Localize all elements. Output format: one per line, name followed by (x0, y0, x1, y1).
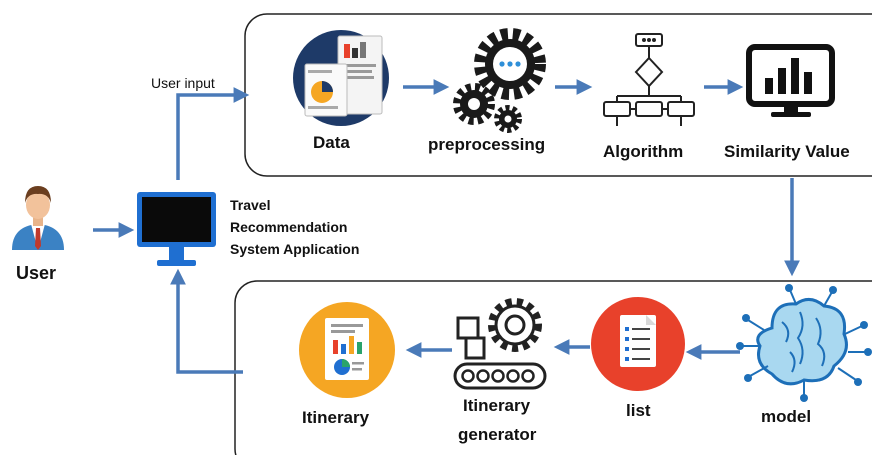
app-title-line1: Travel (230, 197, 271, 213)
gears-icon (453, 28, 546, 133)
arrow-panel-back-to-app (170, 268, 243, 374)
user-avatar-icon (12, 186, 64, 250)
brain-circuit-icon (736, 284, 872, 402)
app-title-line2: Recommendation (230, 219, 348, 235)
itinerary-generator-label-line2: generator (458, 425, 537, 444)
monitor-icon (137, 192, 216, 266)
flowchart-icon (603, 33, 695, 126)
report-icon (299, 302, 395, 398)
itinerary-generator-label-line1: Itinerary (463, 396, 531, 415)
list-label: list (626, 401, 651, 420)
user-input-label: User input (151, 75, 215, 91)
app-title-line3: System Application (230, 241, 360, 257)
algorithm-label: Algorithm (603, 142, 684, 161)
conveyor-gear-icon (453, 298, 547, 390)
itinerary-label: Itinerary (302, 408, 370, 427)
arrow-app-to-data (176, 87, 250, 180)
user-label: User (16, 263, 57, 283)
data-reports-icon (293, 30, 389, 126)
bottom-process-panel (234, 280, 872, 460)
data-label: Data (313, 133, 350, 152)
checklist-icon (591, 297, 685, 391)
bar-chart-monitor-icon (746, 44, 835, 117)
preprocessing-label: preprocessing (428, 135, 546, 154)
model-label: model (761, 407, 812, 426)
similarity-value-label: Similarity Value (724, 142, 850, 161)
